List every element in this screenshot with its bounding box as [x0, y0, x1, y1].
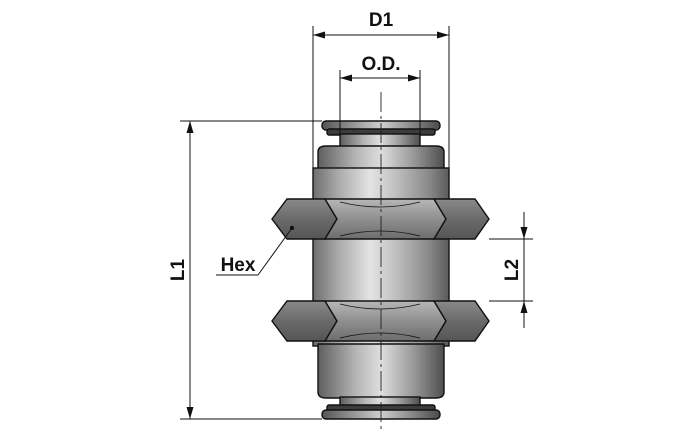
lower-hex-center-flat [323, 300, 447, 342]
hex-leader [216, 225, 295, 276]
l1-label: L1 [168, 258, 189, 281]
upper-hex-left-flat [271, 198, 338, 240]
d1-label: D1 [369, 10, 394, 31]
d1-dimension [312, 26, 450, 168]
l1-dimension [180, 120, 322, 420]
l2-label: L2 [502, 259, 523, 281]
top-collet-stem [339, 133, 421, 148]
l2-dimension [489, 212, 533, 328]
upper-hex-center-flat [323, 198, 447, 240]
lower-hex-left-flat [271, 300, 338, 342]
od-dimension [339, 70, 421, 134]
upper-hex-nut [271, 198, 490, 240]
lower-hex-right-flat [432, 300, 490, 342]
od-label: O.D. [361, 54, 400, 75]
upper-hex-right-flat [432, 198, 490, 240]
hex-label: Hex [221, 255, 256, 276]
lower-hex-nut [271, 300, 490, 342]
